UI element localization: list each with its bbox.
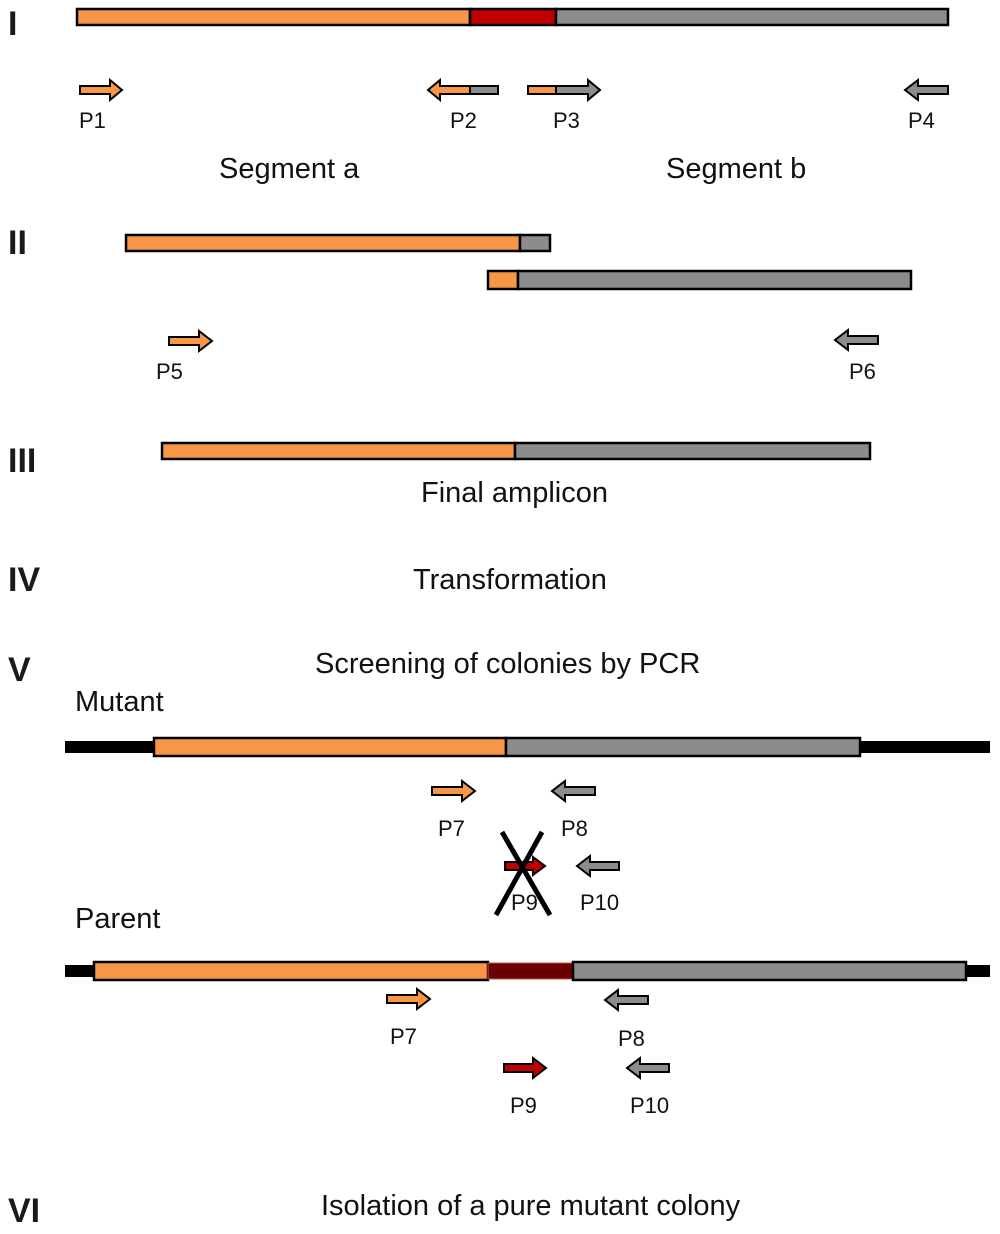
primer-p3-arrow xyxy=(527,77,602,103)
primer-p7-arrow xyxy=(431,778,477,804)
primer-p7-arrow xyxy=(386,986,432,1012)
primer-p1-arrow xyxy=(79,77,124,103)
primer-p6-arrow xyxy=(833,327,879,353)
template-dna-bar xyxy=(75,7,950,27)
primer-p10-label: P10 xyxy=(630,1093,669,1118)
segment-b-caption: Segment b xyxy=(666,153,806,185)
mutant-label: Mutant xyxy=(75,686,164,718)
step-label-ii: II xyxy=(8,224,27,262)
primer-p6-label: P6 xyxy=(849,359,876,384)
primer-p4-arrow xyxy=(903,77,949,103)
step-label-vi: VI xyxy=(8,1192,40,1230)
step-label-i: I xyxy=(8,5,17,43)
primer-p9-arrow xyxy=(503,1055,548,1081)
transformation-caption: Transformation xyxy=(413,564,607,596)
primer-p5-label: P5 xyxy=(156,359,183,384)
primer-p7-label: P7 xyxy=(390,1024,417,1049)
primer-p2-arrow xyxy=(426,77,499,103)
primer-p9-label: P9 xyxy=(510,1093,537,1118)
mutant-genome-bar xyxy=(65,736,990,758)
cross-mark-icon xyxy=(493,830,553,917)
parent-label: Parent xyxy=(75,903,160,935)
screening-caption: Screening of colonies by PCR xyxy=(315,648,700,680)
segment-b-product-bar xyxy=(486,269,913,291)
final-amplicon-caption: Final amplicon xyxy=(421,477,608,509)
primer-p3-label: P3 xyxy=(553,108,580,133)
primer-p8-label: P8 xyxy=(561,816,588,841)
primer-p10-arrow xyxy=(625,1055,670,1081)
step-label-iii: III xyxy=(8,442,36,480)
isolation-caption: Isolation of a pure mutant colony xyxy=(321,1190,741,1222)
primer-p4-label: P4 xyxy=(908,108,935,133)
parent-genome-bar xyxy=(65,960,990,982)
final-amplicon-bar xyxy=(160,441,872,461)
primer-p8-label: P8 xyxy=(618,1026,645,1051)
primer-p8-arrow xyxy=(550,778,596,804)
primer-p5-arrow xyxy=(168,328,214,354)
primer-p10-label: P10 xyxy=(580,890,619,915)
primer-p10-arrow xyxy=(575,853,620,879)
segment-a-caption: Segment a xyxy=(219,153,360,185)
primer-p9-label: P9 xyxy=(511,890,538,915)
primer-p2-label: P2 xyxy=(450,108,477,133)
step-label-iv: IV xyxy=(8,561,40,599)
primer-p8-arrow xyxy=(603,987,649,1013)
step-label-v: V xyxy=(8,651,31,689)
segment-a-product-bar xyxy=(124,233,552,253)
primer-p1-label: P1 xyxy=(79,108,106,133)
primer-p7-label: P7 xyxy=(438,816,465,841)
